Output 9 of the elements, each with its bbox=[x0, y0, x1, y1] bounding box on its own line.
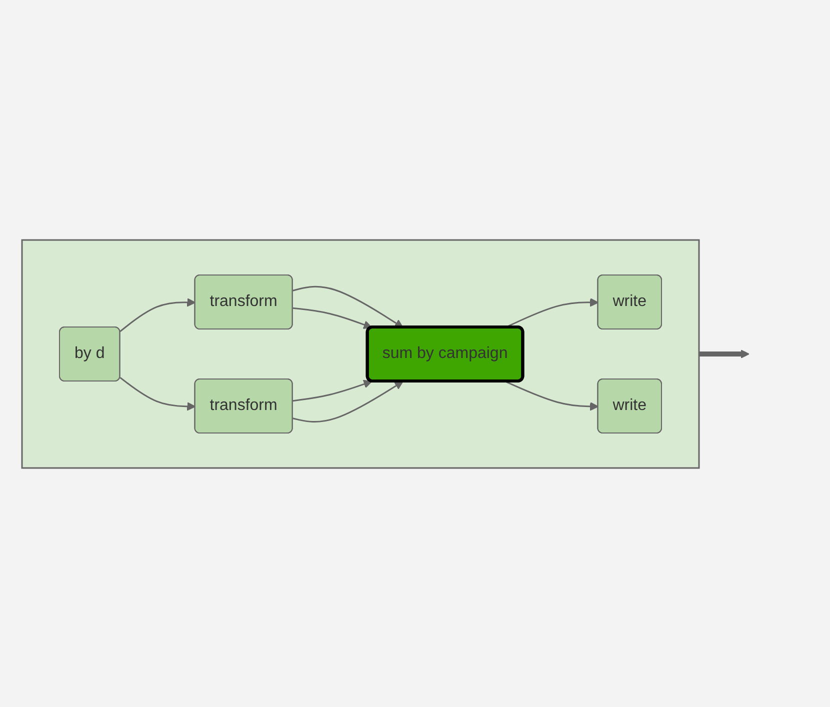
arrow bbox=[292, 379, 372, 402]
arrow bbox=[119, 298, 196, 332]
arrow bbox=[504, 380, 598, 410]
arrow bbox=[292, 306, 372, 328]
arrow bbox=[292, 380, 403, 422]
arrow bbox=[698, 349, 749, 358]
arrow bbox=[292, 285, 403, 328]
arrow bbox=[119, 376, 196, 410]
cluster bbox=[20, 238, 700, 468]
